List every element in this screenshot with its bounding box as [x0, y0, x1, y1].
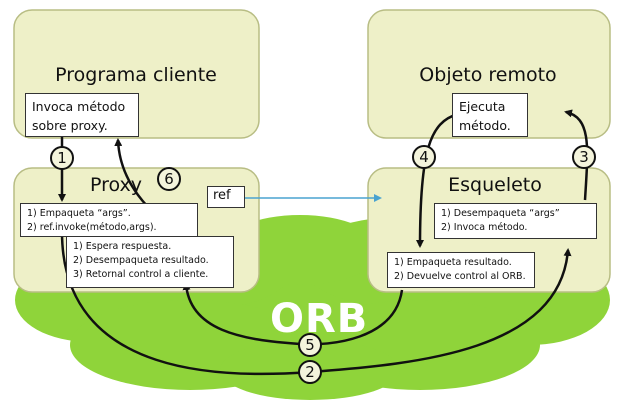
- proxy-return-step-2: 2) Desempaqueta resultado.: [73, 255, 209, 266]
- step-badge-5: 5: [298, 333, 322, 357]
- skeleton-steps-box: 1) Desempaqueta “args” 2) Invoca método.: [434, 203, 597, 239]
- remote-execute-line-1: Ejecuta: [459, 99, 506, 114]
- proxy-steps-box: 1) Empaqueta “args”. 2) ref.invoke(métod…: [20, 203, 198, 237]
- proxy-step-2: 2) ref.invoke(método,args).: [27, 222, 157, 233]
- orb-label: ORB: [270, 296, 369, 342]
- skeleton-panel-title: Esqueleto: [448, 174, 542, 196]
- proxy-return-steps-box: 1) Espera respuesta. 2) Desempaqueta res…: [66, 236, 234, 288]
- client-call-line-2: sobre proxy.: [32, 118, 108, 133]
- skeleton-return-step-2: 2) Devuelve control al ORB.: [394, 271, 526, 282]
- ref-box: ref: [207, 186, 245, 208]
- step-badge-6: 6: [157, 167, 181, 191]
- client-call-box: Invoca método sobre proxy.: [25, 93, 139, 137]
- remote-panel: [367, 9, 611, 139]
- proxy-return-step-3: 3) Retornal control a cliente.: [73, 269, 209, 280]
- proxy-panel-title: Proxy: [89, 174, 143, 196]
- skeleton-step-1: 1) Desempaqueta “args”: [441, 208, 560, 219]
- proxy-return-step-1: 1) Espera respuesta.: [73, 241, 172, 252]
- step-badge-2: 2: [298, 360, 322, 384]
- proxy-step-1: 1) Empaqueta “args”.: [27, 208, 131, 219]
- arrow-step-3: [564, 109, 589, 201]
- skeleton-return-steps-box: 1) Empaqueta resultado. 2) Devuelve cont…: [387, 252, 535, 288]
- remote-panel-title: Objeto remoto: [419, 64, 557, 86]
- step-badge-1: 1: [50, 146, 74, 170]
- client-call-line-1: Invoca método: [32, 99, 126, 114]
- remote-execute-line-2: método.: [459, 118, 511, 133]
- step-badge-3: 3: [572, 145, 596, 169]
- step-badge-4: 4: [412, 145, 436, 169]
- skeleton-step-2: 2) Invoca método.: [441, 222, 528, 233]
- remote-execute-box: Ejecuta método.: [452, 93, 528, 137]
- skeleton-return-step-1: 1) Empaqueta resultado.: [394, 257, 512, 268]
- client-panel-title: Programa cliente: [55, 64, 217, 86]
